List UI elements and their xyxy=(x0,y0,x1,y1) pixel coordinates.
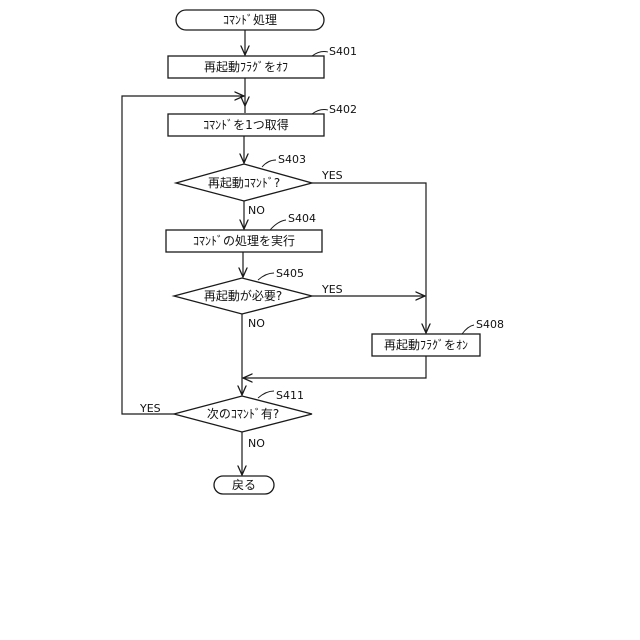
step-id-s411: S411 xyxy=(276,389,304,402)
step-leader xyxy=(462,325,474,334)
process-s401: 再起動ﾌﾗｸﾞをｵﾌ xyxy=(168,56,324,78)
start-label: ｺﾏﾝﾄﾞ処理 xyxy=(223,13,277,27)
end-label: 戻る xyxy=(232,478,256,492)
step-id-s401: S401 xyxy=(329,45,357,58)
step-leader xyxy=(258,391,274,398)
process-s402-label: ｺﾏﾝﾄﾞを1つ取得 xyxy=(203,117,289,132)
yes-label-s411: YES xyxy=(139,402,161,415)
process-s404: ｺﾏﾝﾄﾞの処理を実行 xyxy=(166,230,322,252)
process-s408-label: 再起動ﾌﾗｸﾞをｵﾝ xyxy=(384,338,468,352)
step-id-s403: S403 xyxy=(278,153,306,166)
decision-s403: 再起動ｺﾏﾝﾄﾞ? xyxy=(176,164,312,201)
end-terminal: 戻る xyxy=(214,476,274,494)
step-leader xyxy=(312,52,328,57)
step-id-s402: S402 xyxy=(329,103,357,116)
connector-s408-return xyxy=(243,356,426,378)
decision-s403-label: 再起動ｺﾏﾝﾄﾞ? xyxy=(208,176,280,190)
no-label-s411: NO xyxy=(248,437,265,450)
step-id-s404: S404 xyxy=(288,212,316,225)
step-id-s405: S405 xyxy=(276,267,304,280)
step-leader xyxy=(312,110,328,115)
step-id-s408: S408 xyxy=(476,318,504,331)
decision-s405-label: 再起動が必要? xyxy=(204,288,282,303)
decision-s411-label: 次のｺﾏﾝﾄﾞ有? xyxy=(207,407,279,421)
no-label-s405: NO xyxy=(248,317,265,330)
step-leader xyxy=(262,160,276,167)
yes-label-s405: YES xyxy=(321,283,343,296)
connector-yes-s403 xyxy=(312,183,426,333)
step-leader xyxy=(258,273,274,280)
yes-label-s403: YES xyxy=(321,169,343,182)
decision-s405: 再起動が必要? xyxy=(174,278,312,314)
process-s402: ｺﾏﾝﾄﾞを1つ取得 xyxy=(168,114,324,136)
connector-loop-yes xyxy=(122,96,244,414)
process-s404-label: ｺﾏﾝﾄﾞの処理を実行 xyxy=(193,233,295,248)
start-terminal: ｺﾏﾝﾄﾞ処理 xyxy=(176,10,324,30)
process-s401-label: 再起動ﾌﾗｸﾞをｵﾌ xyxy=(204,60,288,74)
step-leader xyxy=(270,220,286,230)
no-label-s403: NO xyxy=(248,204,265,217)
process-s408: 再起動ﾌﾗｸﾞをｵﾝ xyxy=(372,334,480,356)
